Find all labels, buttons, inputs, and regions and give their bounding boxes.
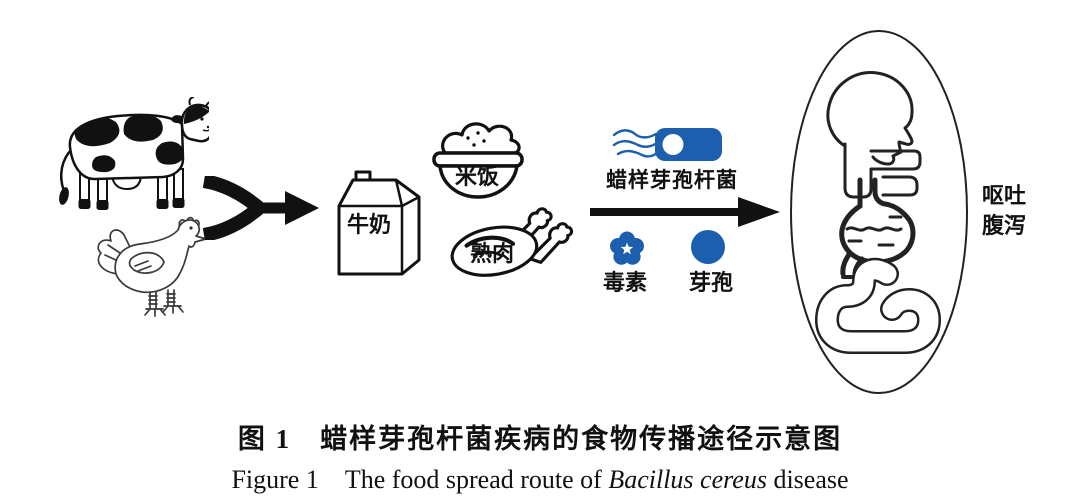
meat-label: 熟肉	[469, 241, 514, 266]
cow-legs	[78, 168, 185, 210]
milk-label: 牛奶	[346, 212, 391, 237]
cow-patches	[74, 114, 183, 173]
symptom-diarrhea: 腹泻	[981, 213, 1026, 238]
caption-en-species: Bacillus cereus	[608, 465, 767, 494]
caption-en-suffix: disease	[766, 465, 849, 494]
caption-chinese: 图 1 蜡样芽孢杆菌疾病的食物传播途径示意图	[237, 424, 843, 454]
rice-mound	[441, 122, 521, 155]
intestine-icon	[815, 257, 941, 354]
symptom-vomiting: 呕吐	[981, 183, 1026, 208]
merge-arrow-icon	[202, 176, 319, 240]
cow-tail	[59, 148, 73, 205]
meat-body	[450, 225, 539, 277]
human-body-icon	[790, 30, 968, 394]
symptoms-text: 呕吐 腹泻	[972, 181, 1036, 241]
spore-label: 芽孢	[688, 270, 733, 295]
flagella	[612, 129, 660, 158]
bowl-body	[438, 164, 519, 199]
spore-icon	[691, 230, 725, 264]
pathogen-label: 蜡样芽孢杆菌	[606, 168, 738, 192]
cow-head	[171, 97, 209, 143]
drumstick	[528, 222, 574, 264]
head-throat-icon	[826, 71, 922, 199]
chicken-legs	[144, 289, 184, 317]
milk-carton-icon	[337, 170, 421, 276]
rice-bowl-icon	[432, 122, 524, 199]
caption-english: Figure 1 The food spread route of Bacill…	[0, 459, 1080, 496]
chicken-wing	[128, 251, 165, 274]
bacterium-spore-inside	[662, 134, 684, 155]
toxin-icon	[610, 231, 644, 265]
toxin-label: 毒素	[602, 270, 647, 295]
cooked-meat-icon	[450, 207, 574, 277]
bacterium-icon	[612, 128, 722, 161]
transmission-arrow-icon	[590, 197, 780, 227]
cow-icon	[59, 97, 209, 210]
body-outline	[790, 30, 968, 394]
rice-label: 米饭	[454, 164, 499, 189]
caption-en-prefix: Figure 1 The food spread route of	[231, 465, 609, 494]
